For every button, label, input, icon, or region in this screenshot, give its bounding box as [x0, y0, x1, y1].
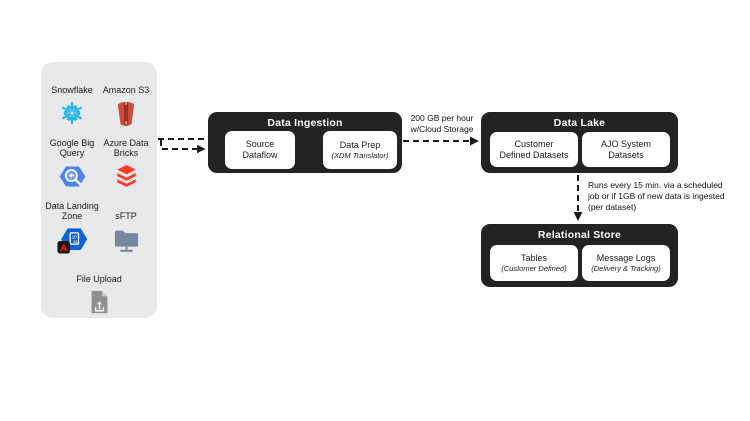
data-sources-panel: Snowflake Amazon S3 — [41, 62, 157, 318]
connector-panel-to-ingestion-elbow — [160, 140, 197, 150]
data-lake-node: Data Lake Customer Defined Datasets AJO … — [481, 112, 678, 173]
source-item-sftp: sFTP — [99, 200, 153, 253]
card-label: AJO System Datasets — [600, 138, 651, 160]
ajo-system-datasets-card: AJO System Datasets — [582, 132, 670, 167]
node-title: Data Ingestion — [267, 117, 343, 129]
source-item-google-bigquery: Google Big Query — [45, 137, 99, 190]
card-label: Customer Defined Datasets — [499, 138, 569, 160]
source-label: Snowflake — [51, 85, 93, 96]
source-label: Google Big Query — [49, 137, 95, 159]
source-dataflow-card: Source Dataflow — [225, 131, 295, 169]
source-label: Data Landing Zone — [45, 200, 99, 222]
relational-store-node: Relational Store Tables (Customer Define… — [481, 224, 678, 287]
source-label: Amazon S3 — [102, 85, 150, 96]
source-item-snowflake: Snowflake — [45, 74, 99, 127]
svg-text:10: 10 — [71, 234, 76, 239]
card-sublabel: (Delivery & Tracking) — [591, 264, 661, 274]
node-title: Data Lake — [553, 117, 606, 129]
card-sublabel: (Customer Defined) — [501, 264, 567, 274]
sources-row-2: Google Big Query Azure Data Bricks — [45, 137, 153, 190]
data-prep-card: Data Prep (XDM Translator) — [323, 131, 397, 169]
node-title: Relational Store — [537, 229, 622, 241]
tables-card: Tables (Customer Defined) — [490, 245, 578, 281]
arrowhead-into-lake — [470, 136, 479, 146]
message-logs-card: Message Logs (Delivery & Tracking) — [582, 245, 670, 281]
azure-databricks-icon — [114, 162, 139, 190]
data-landing-zone-icon: 10 11 — [56, 225, 88, 254]
sources-row-3: Data Landing Zone 10 11 sFTP — [45, 200, 153, 254]
sources-row-1: Snowflake Amazon S3 — [45, 74, 153, 127]
customer-defined-datasets-card: Customer Defined Datasets — [490, 132, 578, 167]
card-label: Source Dataflow — [242, 139, 278, 160]
source-label: File Upload — [76, 274, 122, 285]
schedule-annotation: Runs every 15 min. via a scheduled job o… — [588, 180, 725, 213]
source-item-file-upload: File Upload — [45, 263, 153, 316]
amazon-s3-icon — [115, 99, 137, 127]
source-label: sFTP — [115, 211, 137, 222]
google-bigquery-icon — [59, 162, 86, 190]
snowflake-icon — [59, 99, 85, 127]
sftp-folder-icon — [112, 225, 141, 253]
svg-text:11: 11 — [73, 238, 78, 243]
source-item-azure-databricks: Azure Data Bricks — [99, 137, 153, 190]
arrowhead-into-store — [573, 212, 583, 221]
file-upload-icon — [89, 288, 110, 316]
source-item-data-landing-zone: Data Landing Zone 10 11 — [45, 200, 99, 254]
arrowhead-into-ingestion — [197, 144, 206, 154]
source-item-amazon-s3: Amazon S3 — [99, 74, 153, 127]
card-label: Message Logs — [596, 252, 656, 263]
card-sublabel: (XDM Translator) — [331, 151, 389, 161]
source-label: Azure Data Bricks — [103, 137, 149, 159]
sources-row-4: File Upload — [45, 263, 153, 316]
card-label: Tables — [520, 252, 547, 263]
card-label: Data Prep — [339, 139, 381, 150]
throughput-annotation: 200 GB per hour w/Cloud Storage — [410, 113, 474, 135]
data-ingestion-node: Data Ingestion Source Dataflow Data Prep… — [208, 112, 402, 173]
